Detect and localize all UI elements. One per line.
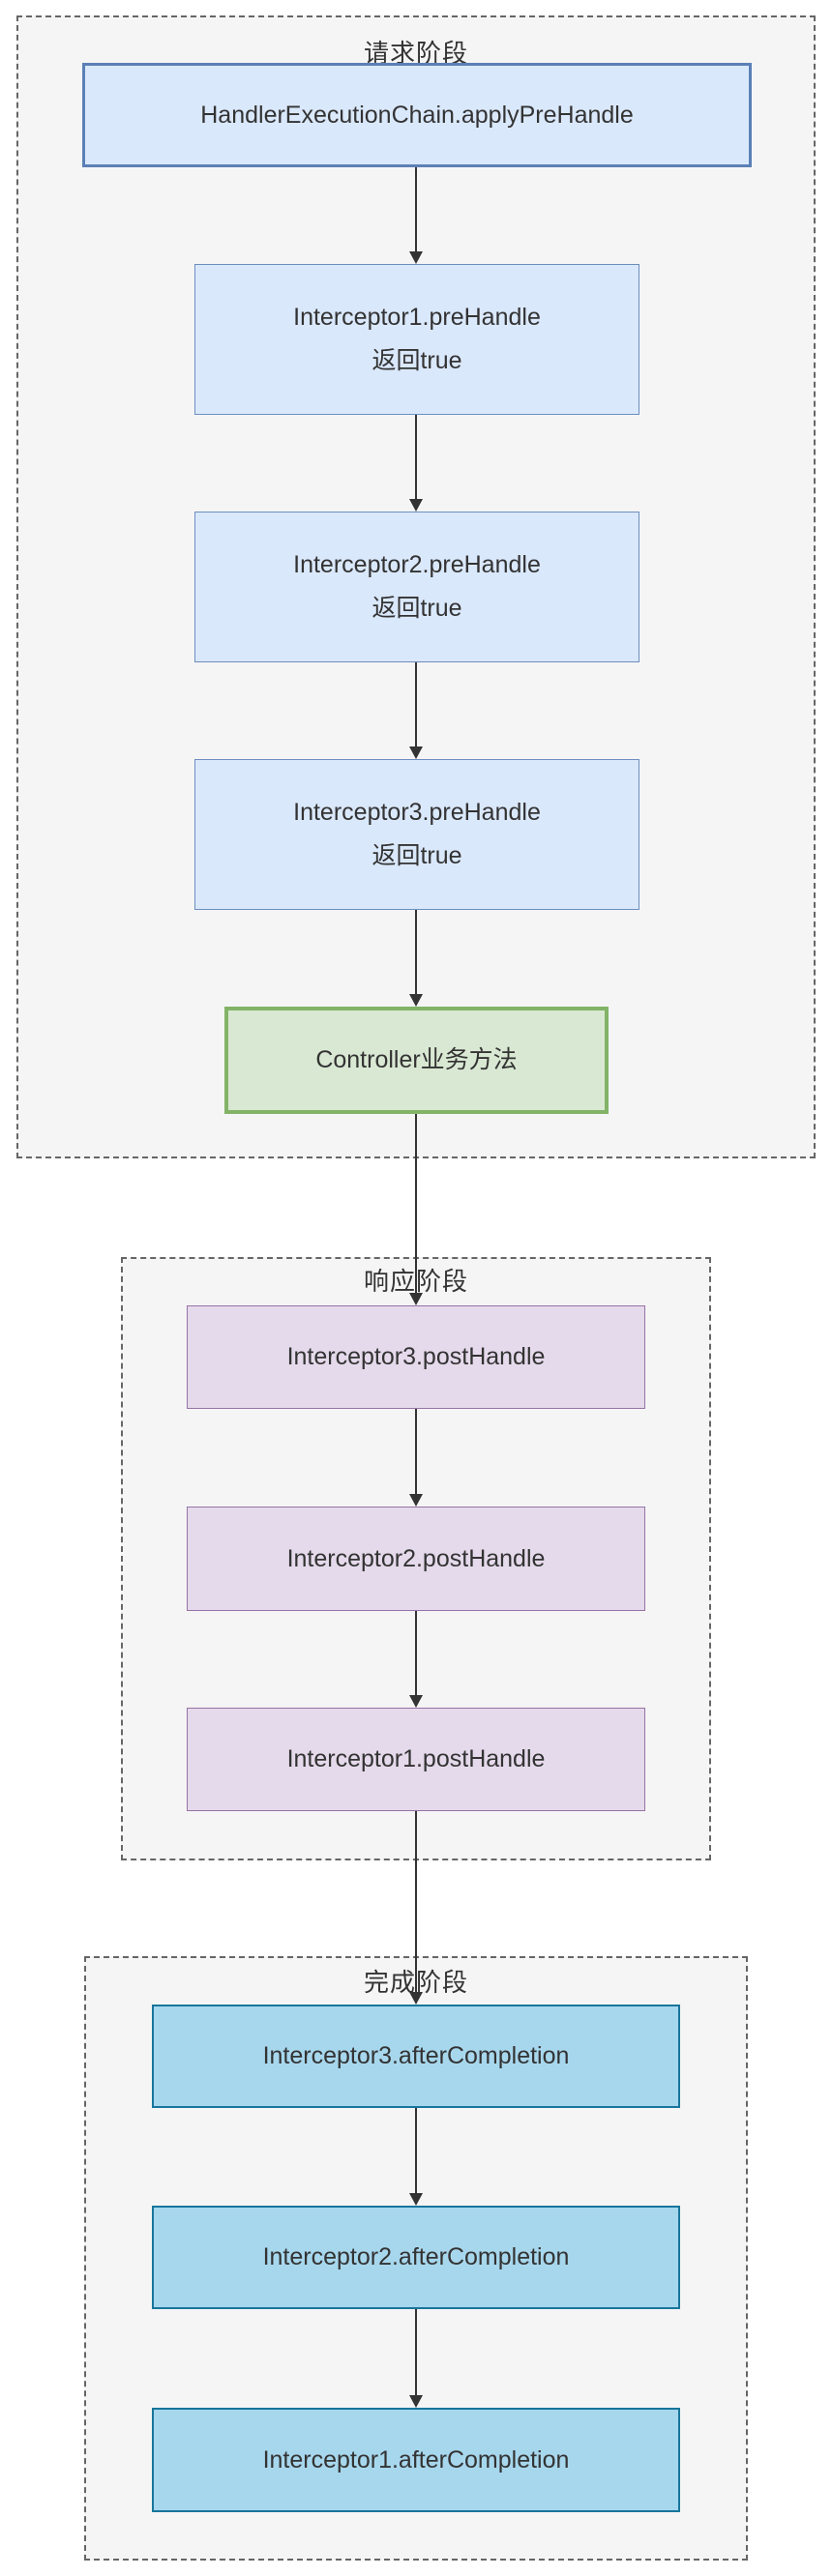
flow-arrow-icon <box>409 1409 423 1507</box>
node-label: Interceptor2.preHandle <box>293 551 541 578</box>
flow-arrow-icon <box>409 662 423 759</box>
node-interceptor2-aftercompletion: Interceptor2.afterCompletion <box>152 2206 680 2309</box>
node-interceptor2-posthandle: Interceptor2.postHandle <box>187 1507 645 1611</box>
node-interceptor1-prehandle: Interceptor1.preHandle 返回true <box>194 264 639 415</box>
node-sublabel: 返回true <box>371 347 462 374</box>
node-label: Interceptor1.preHandle <box>293 304 541 331</box>
node-label: Interceptor2.postHandle <box>286 1544 546 1572</box>
node-label: Interceptor2.afterCompletion <box>262 2243 570 2270</box>
node-sublabel: 返回true <box>371 842 462 869</box>
node-interceptor3-aftercompletion: Interceptor3.afterCompletion <box>152 2005 680 2108</box>
node-label: Controller业务方法 <box>315 1046 518 1073</box>
node-controller-method: Controller业务方法 <box>224 1007 609 1114</box>
node-label: Interceptor3.afterCompletion <box>262 2042 570 2069</box>
flow-arrow-icon <box>409 2107 423 2206</box>
flow-arrow-icon <box>409 415 423 512</box>
node-sublabel: 返回true <box>371 595 462 622</box>
node-interceptor2-prehandle: Interceptor2.preHandle 返回true <box>194 512 639 662</box>
node-label: Interceptor3.postHandle <box>286 1343 546 1370</box>
node-interceptor3-prehandle: Interceptor3.preHandle 返回true <box>194 759 639 910</box>
node-label: Interceptor1.postHandle <box>286 1745 546 1772</box>
flow-arrow-icon <box>409 2306 423 2408</box>
node-label: Interceptor1.afterCompletion <box>262 2445 570 2474</box>
flow-arrow-icon <box>409 1114 423 1305</box>
node-interceptor3-posthandle: Interceptor3.postHandle <box>187 1305 645 1409</box>
node-interceptor1-aftercompletion: Interceptor1.afterCompletion <box>152 2408 680 2512</box>
node-label: Interceptor3.preHandle <box>293 799 541 826</box>
flow-arrow-icon <box>409 1611 423 1708</box>
node-interceptor1-posthandle: Interceptor1.postHandle <box>187 1708 645 1811</box>
flow-arrow-icon <box>409 1811 423 2005</box>
flow-arrow-icon <box>409 167 423 264</box>
node-handler-execution-chain: HandlerExecutionChain.applyPreHandle <box>82 63 752 167</box>
flow-arrow-icon <box>409 910 423 1007</box>
node-label: HandlerExecutionChain.applyPreHandle <box>200 101 634 129</box>
